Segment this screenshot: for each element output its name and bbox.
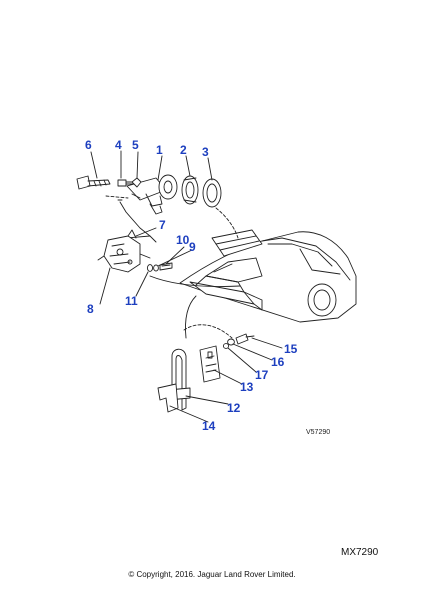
callout-10: 10 [176,233,190,247]
callout-9: 9 [189,240,196,254]
callout-7: 7 [159,218,166,232]
copyright-notice: © Copyright, 2016. Jaguar Land Rover Lim… [128,570,296,579]
part-key [76,175,111,190]
part-gasket [181,175,199,205]
callout-4: 4 [115,138,122,152]
callout-15: 15 [284,342,298,356]
part-screw [117,179,135,187]
callout-8: 8 [87,302,94,316]
part-plate [157,383,179,413]
callout-14: 14 [202,419,216,433]
callout-3: 3 [202,145,209,159]
part-nut [131,177,142,188]
part-bolt [146,262,173,272]
part-lock-barrel [126,174,178,215]
callout-labels: 1 2 3 4 5 6 7 8 9 10 11 12 13 14 15 16 1… [85,138,330,436]
callout-2: 2 [180,143,187,157]
drawing-reference: V57290 [306,429,330,436]
callout-17: 17 [255,368,269,382]
part-bracket [199,345,221,383]
diagram-code: MX7290 [341,547,379,558]
leader-lines [90,150,283,423]
callout-16: 16 [271,355,285,369]
callout-1: 1 [156,143,163,157]
part-screw-lower [222,333,255,349]
callout-12: 12 [227,401,241,415]
car-illustration [149,229,357,339]
callout-13: 13 [240,380,254,394]
callout-6: 6 [85,138,92,152]
callout-11: 11 [125,294,138,308]
part-latch [97,229,151,273]
part-escutcheon [202,178,222,208]
callout-5: 5 [132,138,139,152]
